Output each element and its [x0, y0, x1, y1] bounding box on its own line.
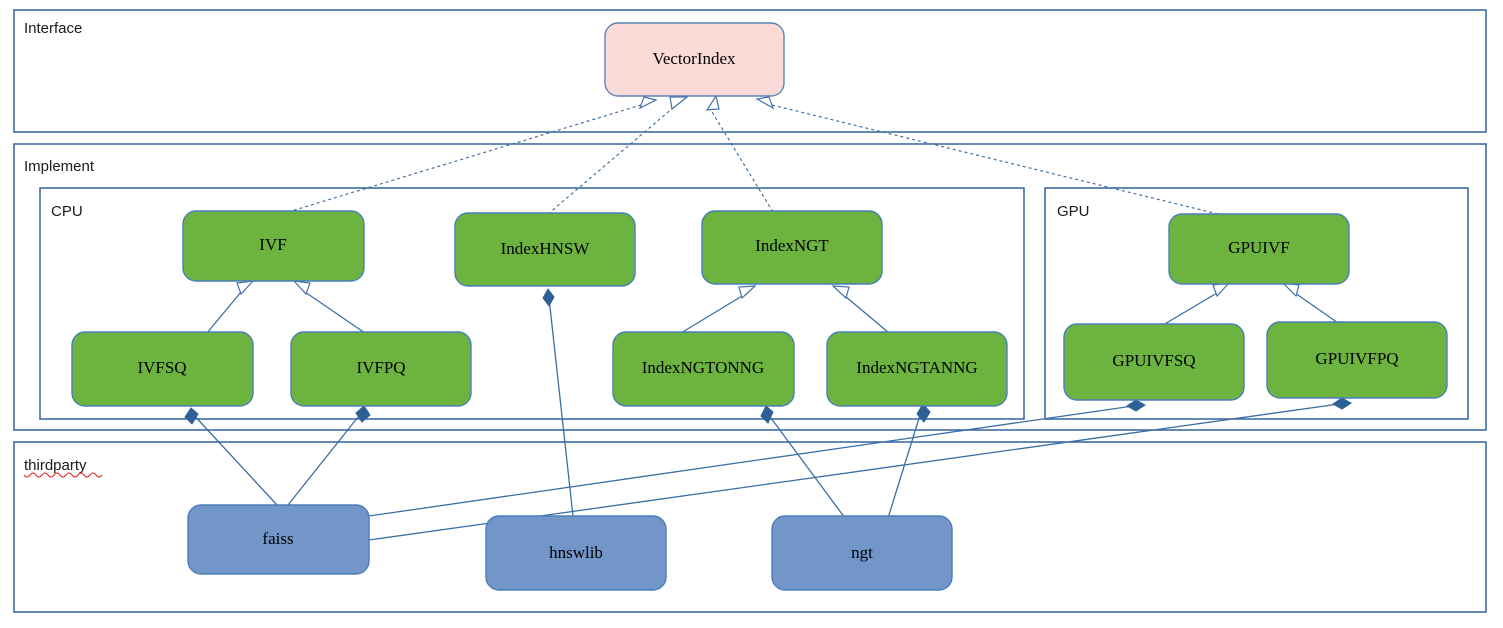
node-vectorindex-label: VectorIndex — [652, 49, 736, 68]
realization-arrow-gpuivf — [755, 96, 775, 110]
node-faiss-rect — [187, 504, 370, 575]
node-indexngt-rect — [701, 210, 883, 285]
node-ngt[interactable]: ngt — [771, 515, 953, 591]
edge-gpuivf-vectorindex — [771, 104, 1219, 215]
node-indexngtonng[interactable]: IndexNGTONNG — [612, 331, 795, 407]
node-ivf-label: IVF — [259, 235, 286, 254]
edge-indexngtonng-indexngt — [680, 295, 743, 334]
node-ivfpq-label: IVFPQ — [356, 358, 405, 377]
generalization-arrow-indexngtanng — [831, 285, 850, 300]
group-label-cpu: CPU — [51, 203, 83, 220]
node-gpuivfsq-rect — [1063, 323, 1245, 401]
edge-indexhnsw-vectorindex — [547, 106, 675, 215]
edge-faiss-gpuivfsq — [368, 405, 1134, 517]
node-gpuivfpq-label: GPUIVFPQ — [1315, 349, 1398, 368]
generalization-arrow-gpuivfpq — [1281, 282, 1300, 298]
node-faiss-label: faiss — [262, 529, 293, 548]
group-label-interface: Interface — [24, 20, 82, 37]
group-interface — [13, 9, 1487, 133]
composition-diamond-gpuivfsq — [1126, 399, 1146, 412]
generalization-arrow-ivfsq — [236, 280, 255, 296]
node-indexngt[interactable]: IndexNGT — [701, 210, 883, 285]
edge-ivf-vectorindex — [287, 104, 642, 213]
composition-diamond-gpuivfpq — [1332, 397, 1352, 410]
node-indexhnsw[interactable]: IndexHNSW — [454, 212, 636, 287]
composition-diamond-ivfsq — [184, 407, 199, 425]
group-gpu — [1044, 187, 1469, 420]
edge-gpuivfpq-gpuivf — [1294, 292, 1342, 326]
node-ivfsq[interactable]: IVFSQ — [71, 331, 254, 407]
spellcheck-squiggle-icon — [23, 472, 103, 478]
node-ngt-label: ngt — [851, 543, 873, 562]
node-indexngtonng-label: IndexNGTONNG — [642, 358, 764, 377]
node-ivf[interactable]: IVF — [182, 210, 365, 282]
node-indexngtanng-rect — [826, 331, 1008, 407]
node-ivf-rect — [182, 210, 365, 282]
node-gpuivf-rect — [1168, 213, 1350, 285]
edge-indexngt-vectorindex — [708, 106, 774, 213]
group-label-gpu: GPU — [1057, 203, 1090, 220]
node-indexngtanng-label: IndexNGTANNG — [856, 358, 977, 377]
realization-arrow-ivf — [638, 96, 658, 110]
node-vectorindex-rect — [604, 22, 785, 97]
node-gpuivf[interactable]: GPUIVF — [1168, 213, 1350, 285]
edge-ngt-indexngtonng — [767, 413, 846, 519]
composition-diamond-indexngtanng — [916, 403, 931, 423]
node-hnswlib[interactable]: hnswlib — [485, 515, 667, 591]
edge-faiss-ivfsq — [190, 411, 278, 506]
node-indexngtanng[interactable]: IndexNGTANNG — [826, 331, 1008, 407]
node-indexngt-label: IndexNGT — [755, 236, 829, 255]
node-hnswlib-label: hnswlib — [549, 543, 603, 562]
composition-diamond-indexhnsw — [542, 288, 555, 307]
node-vectorindex[interactable]: VectorIndex — [604, 22, 785, 97]
group-implement — [13, 143, 1487, 431]
node-hnswlib-rect — [485, 515, 667, 591]
realization-arrow-indexhnsw — [669, 96, 689, 111]
node-gpuivfsq[interactable]: GPUIVFSQ — [1063, 323, 1245, 401]
edge-hnswlib-indexhnsw — [548, 297, 574, 517]
edge-ivfpq-ivf — [304, 291, 366, 334]
node-ivfpq[interactable]: IVFPQ — [290, 331, 472, 407]
generalization-arrow-ivfpq — [292, 280, 311, 296]
node-ivfsq-rect — [71, 331, 254, 407]
node-ngt-rect — [771, 515, 953, 591]
node-indexhnsw-rect — [454, 212, 636, 287]
edge-gpuivfsq-gpuivf — [1162, 292, 1218, 326]
composition-diamond-indexngtonng — [760, 405, 774, 424]
node-indexhnsw-label: IndexHNSW — [501, 239, 591, 258]
node-faiss[interactable]: faiss — [187, 504, 370, 575]
generalization-arrow-indexngtonng — [738, 285, 757, 300]
group-label-implement: Implement — [24, 158, 95, 175]
node-ivfsq-label: IVFSQ — [137, 358, 186, 377]
node-gpuivfpq-rect — [1266, 321, 1448, 399]
group-cpu — [39, 187, 1025, 420]
node-gpuivfpq[interactable]: GPUIVFPQ — [1266, 321, 1448, 399]
edge-ngt-indexngtanng — [887, 411, 922, 519]
edge-ivfsq-ivf — [206, 291, 242, 334]
node-ivfpq-rect — [290, 331, 472, 407]
node-gpuivfsq-label: GPUIVFSQ — [1112, 351, 1195, 370]
composition-diamond-ivfpq — [355, 405, 371, 423]
group-label-thirdparty: thirdparty — [24, 457, 87, 474]
edge-faiss-ivfpq — [287, 411, 363, 506]
realization-arrow-indexngt — [705, 94, 720, 111]
edge-indexngtanng-indexngt — [844, 295, 890, 334]
group-thirdparty — [13, 441, 1487, 613]
node-indexngtonng-rect — [612, 331, 795, 407]
node-gpuivf-label: GPUIVF — [1228, 238, 1289, 257]
